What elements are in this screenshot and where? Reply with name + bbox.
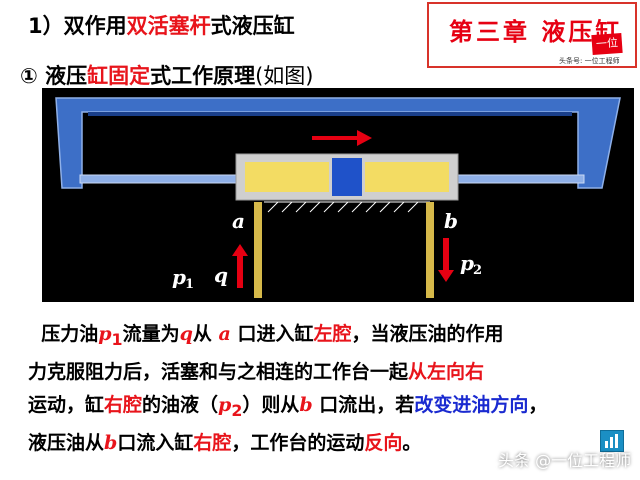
paragraph-line-3: 运动，缸右腔的油液（p2）则从b 口流出，若改变进油方向，	[28, 389, 628, 427]
flow-label-q: q	[214, 263, 228, 287]
bar-chart-icon[interactable]	[600, 430, 624, 452]
diagram-svg: a b p 1 q p 2	[55, 97, 621, 298]
heading-text-end: 式液压缸	[210, 14, 295, 38]
chapter-title: 第三章 液压缸	[449, 17, 623, 46]
port-label-a: a	[232, 209, 245, 233]
port-label-b: b	[444, 209, 458, 233]
highlight-left-chamber: 左腔	[313, 323, 352, 345]
flow-arrow	[312, 130, 372, 146]
subscript: 1	[111, 329, 123, 349]
symbol-a: a	[218, 323, 231, 345]
pressure-label-p1-sub: 1	[185, 277, 194, 292]
worktable-inner	[88, 112, 572, 116]
highlight-reverse: 反向	[364, 431, 403, 454]
highlight-direction: 从左向右	[408, 360, 485, 383]
left-support	[254, 202, 262, 298]
seal-stamp: 一位	[591, 32, 623, 56]
sub-heading-highlight: 缸固定	[87, 64, 151, 88]
subscript: 2	[231, 400, 243, 420]
right-chamber	[365, 162, 449, 192]
chapter-banner: 第三章 液压缸 一位 头条号: 一位工程师	[427, 2, 637, 68]
highlight-change-direction: 改变进油方向	[414, 393, 529, 416]
sub-heading-note: (如图)	[255, 64, 314, 88]
sub-heading: ① 液压缸固定式工作原理(如图)	[20, 60, 313, 90]
left-chamber	[245, 162, 329, 192]
sub-heading-text: 液压	[45, 64, 88, 88]
watermark: 头条 @一位工程师	[498, 451, 632, 470]
right-support	[426, 202, 434, 298]
heading-text: 1）双作用	[28, 14, 127, 38]
piston	[332, 158, 362, 196]
text-span: 。	[402, 431, 422, 454]
symbol-p: p	[98, 323, 112, 345]
text-span: 力克服阻力后，活塞和与之相连的工作台一起	[28, 360, 409, 383]
pressure-label-p1: p	[172, 265, 186, 289]
paragraph-line-4: 液压油从b口流入缸右腔，工作台的运动反向。	[28, 427, 628, 460]
explanation-paragraph: 压力油p1流量为q从 a 口进入缸左腔，当液压油的作用 力克服阻力后，活塞和与之…	[28, 318, 628, 460]
heading-highlight: 双活塞杆	[126, 14, 211, 38]
section-heading: 1）双作用双活塞杆式液压缸	[28, 10, 295, 40]
text-span: 从	[192, 323, 212, 345]
hydraulic-cylinder-diagram: a b p 1 q p 2	[42, 88, 634, 302]
inlet-arrow	[232, 244, 248, 288]
outlet-arrow	[438, 238, 454, 282]
text-span: 运动，缸	[28, 393, 105, 416]
pressure-label-p2-sub: 2	[473, 263, 482, 278]
circled-number: ①	[20, 64, 38, 88]
text-span: ）则从	[242, 393, 300, 416]
paragraph-line-2: 力克服阻力后，活塞和与之相连的工作台一起从左向右	[28, 356, 628, 389]
text-span: ，当液压油的作用	[351, 323, 504, 345]
symbol-b: b	[104, 431, 118, 454]
text-span: 口流出，若	[319, 393, 415, 416]
bar-chart-icon-svg	[605, 434, 618, 448]
text-span: ，	[528, 393, 548, 416]
text-span: 的油液（	[142, 393, 219, 416]
text-span: 液压油从	[28, 431, 105, 454]
paragraph-line-1: 压力油p1流量为q从 a 口进入缸左腔，当液压油的作用	[28, 318, 628, 356]
symbol-b: b	[299, 393, 313, 416]
text-span: 流量为	[122, 323, 180, 345]
highlight-right-chamber: 右腔	[193, 431, 232, 454]
symbol-p: p	[218, 393, 232, 416]
symbol-q: q	[179, 323, 193, 345]
pressure-label-p2: p	[460, 251, 474, 275]
worktable-frame	[55, 97, 621, 189]
text-span: ，工作台的运动	[231, 431, 365, 454]
text-span: 口流入缸	[117, 431, 194, 454]
sub-heading-text-2: 式工作原理	[150, 64, 256, 88]
highlight-right-chamber: 右腔	[104, 393, 143, 416]
text-span: 口进入缸	[237, 323, 314, 345]
ground-hatching	[264, 201, 430, 213]
chapter-subtitle: 头条号: 一位工程师	[559, 57, 620, 65]
text-span: 压力油	[41, 323, 99, 345]
